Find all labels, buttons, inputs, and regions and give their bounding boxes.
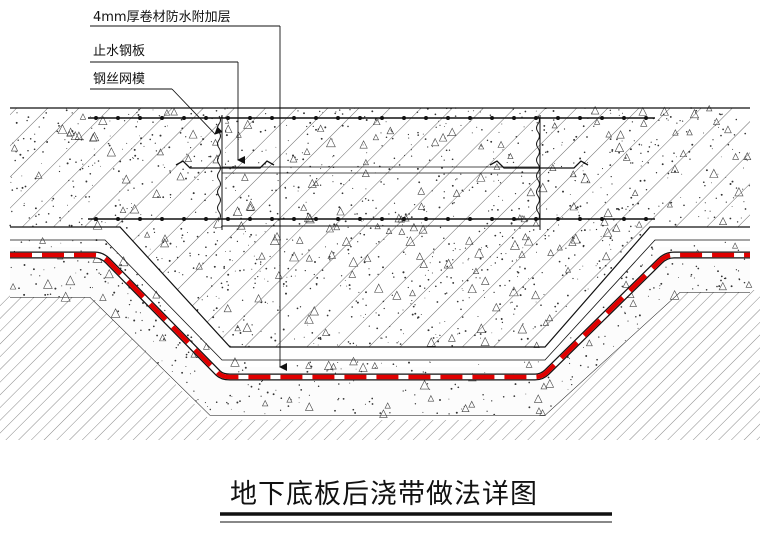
slab-bottom-line: [10, 226, 750, 348]
rebar-dots: [94, 116, 648, 221]
water-stop-plate-right: [489, 160, 589, 169]
label-waterproof-layer: 4mm厚卷材防水附加层: [93, 9, 231, 25]
water-stop-plate-left: [175, 160, 275, 169]
label-water-stop-plate: 止水钢板: [93, 44, 145, 59]
label-steel-mesh-form: 钢丝网模: [93, 72, 145, 87]
cushion-inner-line: [10, 239, 750, 361]
annotation-water-stop-plate: 止水钢板: [90, 44, 245, 164]
cushion-layer: [10, 247, 750, 415]
annotation-steel-mesh-form: 钢丝网模: [90, 72, 223, 135]
drawing-title: 地下底板后浇带做法详图: [230, 479, 538, 510]
waterproof-membrane-red-dashes: [10, 252, 750, 380]
annotation-waterproof-layer: 4mm厚卷材防水附加层: [90, 9, 287, 371]
